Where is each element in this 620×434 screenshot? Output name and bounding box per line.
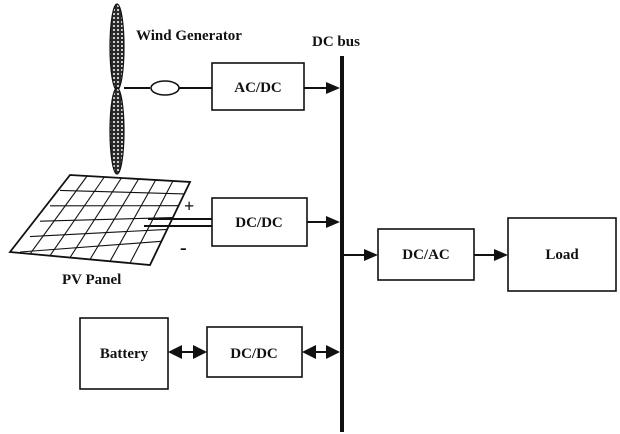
load-box <box>507 217 617 292</box>
battery-label: Battery <box>100 346 149 362</box>
bus-side-arrow <box>326 345 340 359</box>
dcac-inverter-label: DC/AC <box>402 247 450 263</box>
coupling-icon <box>150 80 180 96</box>
pv-plus-sign: + <box>184 196 194 216</box>
battery-box <box>79 317 169 390</box>
pv-panel-label: PV Panel <box>62 272 121 288</box>
load-label: Load <box>545 247 579 263</box>
dcdc-pv-to-bus-arrow <box>326 216 340 228</box>
acdc-converter-box <box>211 62 305 111</box>
dcdc-pv-converter-label: DC/DC <box>235 215 283 231</box>
dcac-inverter-box <box>377 228 475 281</box>
wind-generator-label: Wind Generator <box>136 28 242 44</box>
pv-minus-sign: - <box>180 237 187 259</box>
acdc-converter-label: AC/DC <box>234 80 282 96</box>
dcdc-battery-converter-label: DC/DC <box>230 346 278 362</box>
dcdc-pv-converter-box <box>211 197 308 247</box>
dcdc-battery-side-arrow <box>193 345 207 359</box>
dc-bus-label: DC bus <box>312 34 360 50</box>
dcdc-battery-converter-box <box>206 326 303 378</box>
dcdc-side-arrow <box>302 345 316 359</box>
wind-generator-icon <box>109 3 125 175</box>
battery-side-arrow <box>168 345 182 359</box>
acdc-to-bus-arrow <box>326 82 340 94</box>
bus-to-dcac-arrow <box>364 249 378 261</box>
dcac-to-load-arrow <box>494 249 508 261</box>
pv-panel-icon <box>8 174 192 266</box>
